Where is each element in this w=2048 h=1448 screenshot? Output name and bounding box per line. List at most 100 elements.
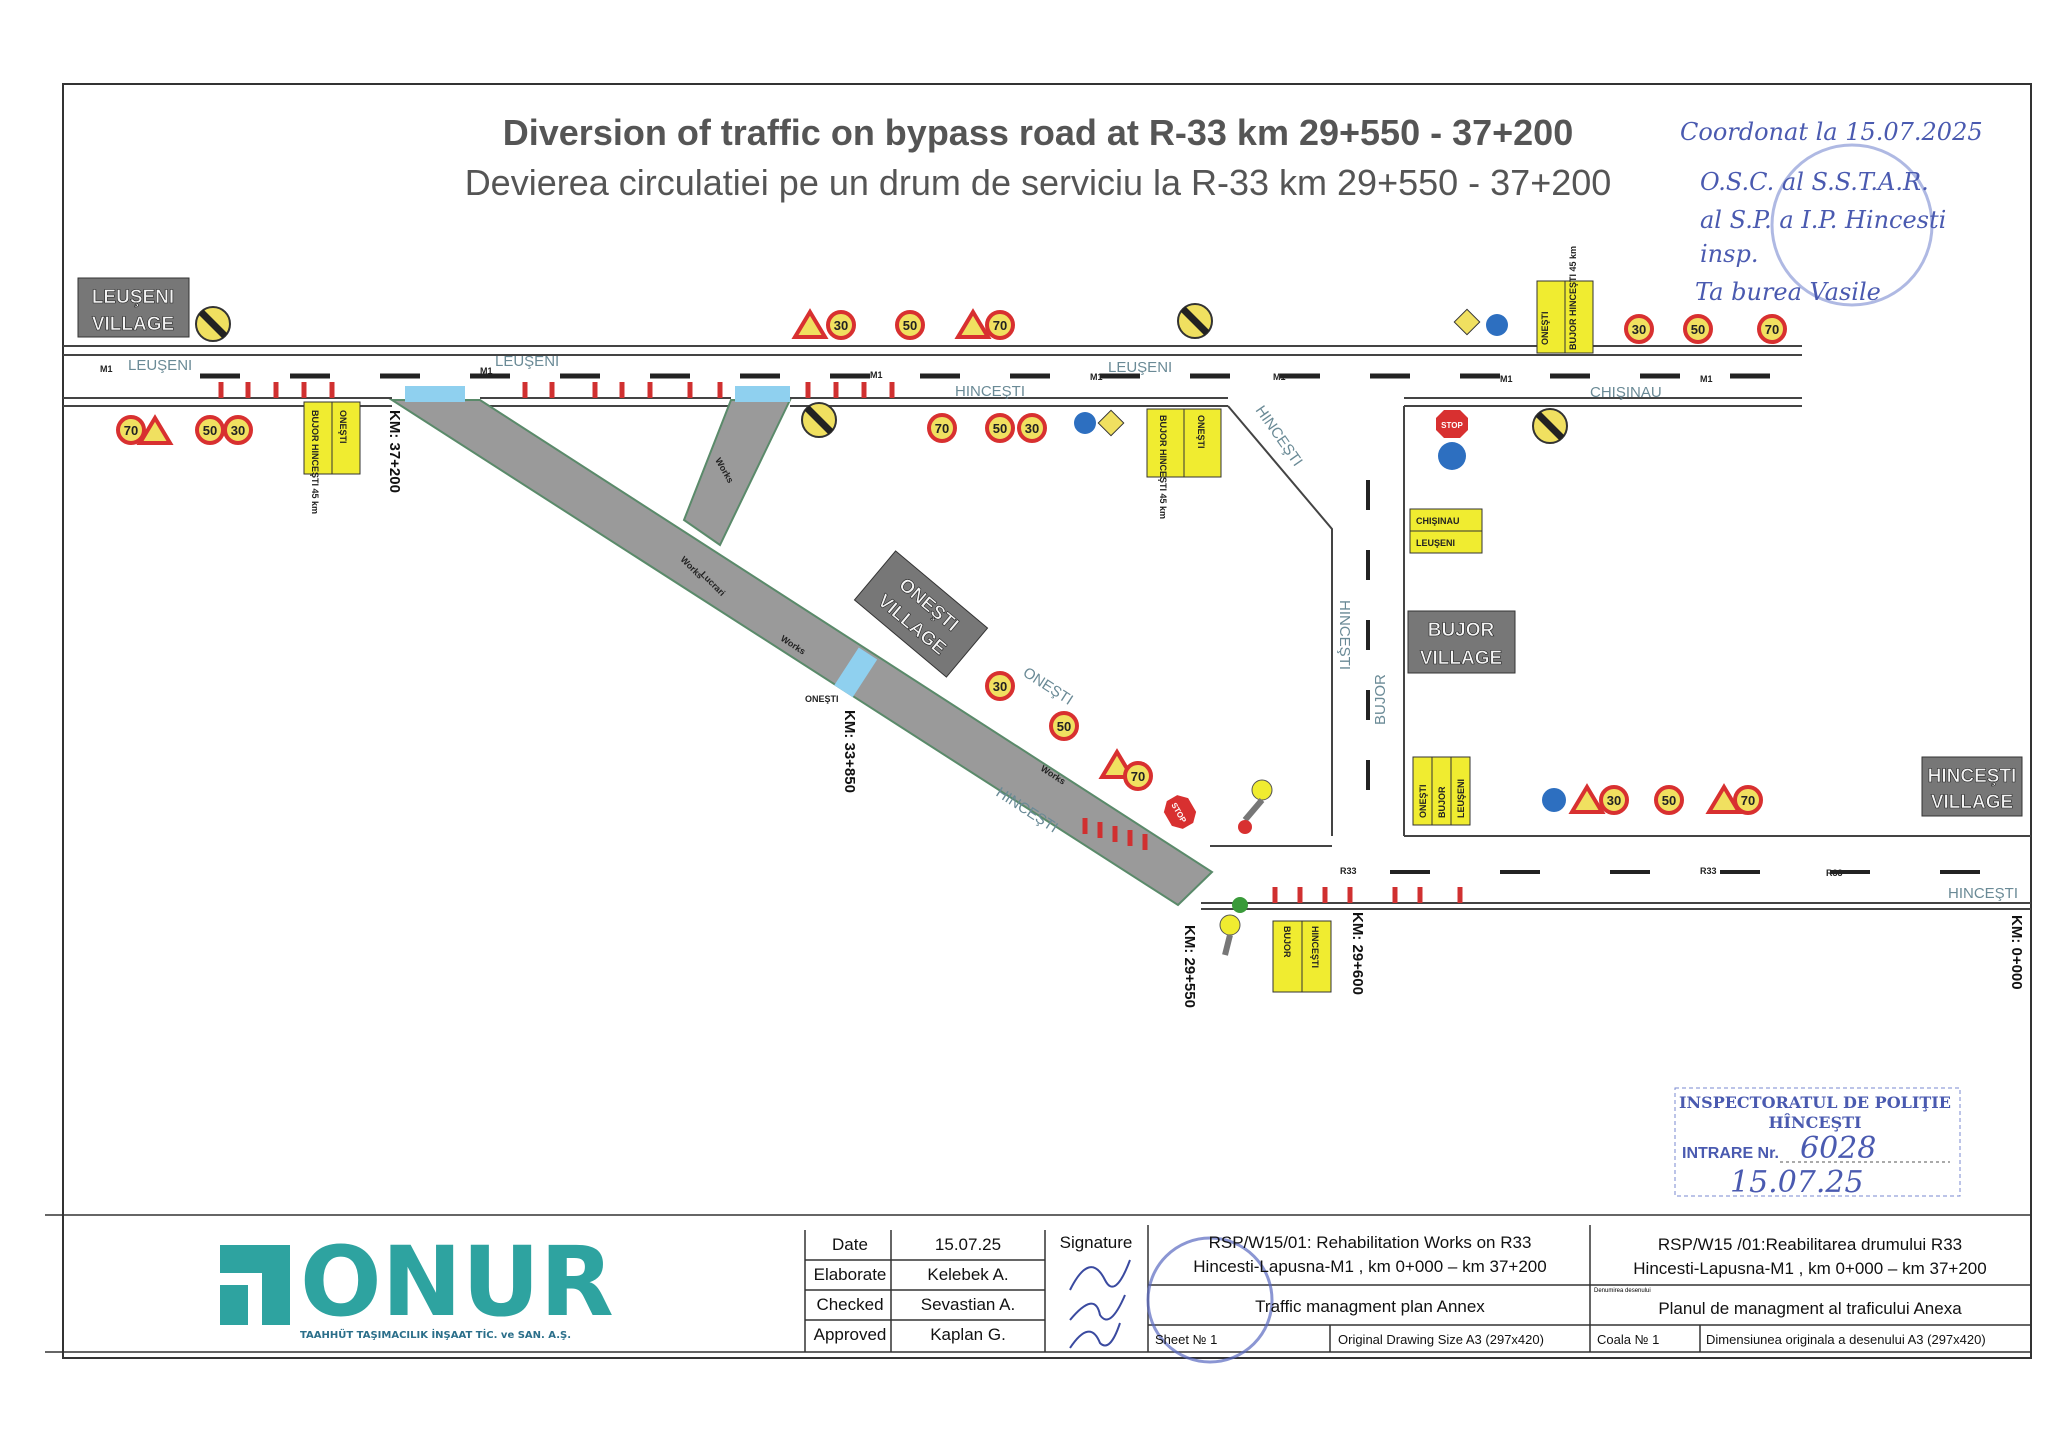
- title-block-text: Date 15.07.25 Elaborate Kelebek A. Check…: [814, 1233, 1987, 1364]
- speed-limit-50-sign: 50: [985, 413, 1015, 443]
- barrier-block: [405, 386, 465, 402]
- board-text: LEUŞENI: [1456, 779, 1466, 818]
- sign-value: 70: [124, 423, 138, 438]
- stamp-line: HÎNCEŞTI: [1768, 1112, 1861, 1132]
- board-text: ONEŞTI: [1196, 415, 1206, 449]
- row-value: 15.07.25: [935, 1235, 1001, 1254]
- board-text: HINCEŞTI: [1310, 926, 1320, 968]
- speed-limit-70-sign: 70: [1123, 761, 1153, 791]
- stop-sign: STOP: [1436, 410, 1468, 470]
- hincesti-direction-label: HINCEŞTI: [955, 383, 1025, 400]
- km-marker: KM: 37+200: [386, 410, 403, 493]
- sign-value: 70: [1741, 793, 1755, 808]
- direction-board-bujor-junction: ONEŞTI BUJOR LEUŞENI: [1412, 756, 1471, 826]
- signature-label: Signature: [1060, 1233, 1133, 1252]
- leuseni-direction-label: LEUŞENI: [128, 357, 192, 374]
- sign-value: 50: [1691, 322, 1705, 337]
- m1-label: M1: [480, 366, 493, 376]
- sign-value: 30: [834, 318, 848, 333]
- row-label: Date: [832, 1235, 868, 1254]
- speed-limit-70-sign: 70: [1757, 314, 1787, 344]
- direction-board-leuseni-side: BUJOR HINCEŞTI 45 km ONEŞTI: [303, 401, 361, 514]
- sign-value: 70: [935, 421, 949, 436]
- warning-triangle-icon: [136, 414, 174, 445]
- village-name: HINCEŞTI: [1928, 766, 2017, 787]
- direction-board-top-right: ONEŞTI BUJOR HINCEŞTI 45 km: [1536, 246, 1594, 354]
- project-title-ro: RSP/W15 /01:Reabilitarea drumului R33: [1658, 1235, 1962, 1254]
- speed-limit-30-sign: 30: [1624, 314, 1654, 344]
- village-name: LEUŞENI: [92, 287, 174, 308]
- speed-limit-30-sign: 30: [826, 310, 856, 340]
- end-of-restrictions-signs: [195, 303, 1568, 444]
- sign-value: 50: [993, 421, 1007, 436]
- row-value: Sevastian A.: [921, 1295, 1016, 1314]
- police-entry-stamp: INSPECTORATUL DE POLIŢIE HÎNCEŞTI INTRAR…: [1674, 1087, 1961, 1200]
- speed-limit-50-sign: 50: [895, 310, 925, 340]
- sign-value: 50: [1057, 719, 1071, 734]
- warning-triangle-icon: [1705, 783, 1743, 814]
- m1-road: [63, 345, 1802, 407]
- board-text: BUJOR HINCEŞTI 45 km: [310, 410, 320, 514]
- board-text: LEUŞENI: [1416, 538, 1455, 548]
- r33-label: R33: [1826, 868, 1843, 878]
- logo-wordmark: ONUR: [300, 1226, 614, 1338]
- m1-label: M1: [1273, 372, 1286, 382]
- km-marker: KM: 0+000: [2008, 915, 2025, 990]
- note-line: al S.P. a I.P. Hincesti: [1700, 206, 1946, 234]
- drawing-name-caption: Denumirea desenului: [1594, 1288, 1651, 1294]
- drawing-size-ro: Dimensiunea originala a desenului A3 (29…: [1706, 1332, 1986, 1347]
- village-leuseni: LEUŞENI VILLAGE: [77, 277, 190, 338]
- bypass-works-road: Works Works Works Works Lucrari: [388, 386, 1214, 907]
- company-logo: ONUR TAAHHÜT TAŞIMACILIK İNŞAAT TİC. ve …: [220, 1226, 614, 1341]
- priority-signs: [1074, 308, 1508, 437]
- barrier-block: [834, 647, 878, 698]
- note-line: O.S.C. al S.S.T.A.R.: [1700, 168, 1929, 196]
- row-value: Kelebek A.: [927, 1265, 1008, 1284]
- r33-road: [1201, 835, 2031, 910]
- title-romanian: Devierea circulatiei pe un drum de servi…: [465, 162, 1612, 203]
- bujor-connector-road: [1227, 405, 1405, 836]
- m1-label: M1: [1500, 374, 1513, 384]
- approval-handwritten-note: Coordonat la 15.07.2025 O.S.C. al S.S.T.…: [1680, 118, 1983, 307]
- r33-label: R33: [1700, 866, 1717, 876]
- company-round-stamp: [1146, 1236, 1274, 1364]
- drawing-name-ro: Planul de managment al traficului Anexa: [1658, 1299, 1962, 1318]
- row-label: Approved: [814, 1325, 887, 1344]
- title-english: Diversion of traffic on bypass road at R…: [503, 112, 1573, 153]
- direction-board-r33: BUJOR HINCEŞTI: [1272, 920, 1332, 993]
- row-label: Elaborate: [814, 1265, 887, 1284]
- speed-limit-signs: 70 50 30 30 50 70 70 50 30 30 50 70 30 5…: [116, 308, 1787, 815]
- board-text: ONEŞTI: [338, 410, 348, 444]
- chisinau-direction-label: CHIŞINAU: [1590, 384, 1662, 401]
- row-value: Kaplan G.: [930, 1325, 1006, 1344]
- note-line: Ta burea Vasile: [1695, 278, 1881, 306]
- stop-sign: STOP: [1163, 795, 1197, 829]
- drawing-name-en: Traffic managment plan Annex: [1255, 1297, 1485, 1316]
- project-title-en: Hincesti-Lapusna-M1 , km 0+000 – km 37+2…: [1193, 1257, 1546, 1276]
- signatures: [1069, 1259, 1131, 1349]
- speed-limit-70-sign: 70: [1733, 785, 1763, 815]
- flagman-icon: [1219, 897, 1248, 956]
- m1-label: M1: [1700, 374, 1713, 384]
- village-label: VILLAGE: [92, 314, 174, 335]
- km-markers: KM: 37+200 KM: 33+850 KM: 29+550 KM: 29+…: [386, 410, 2025, 1008]
- mandatory-direction-icon: [1438, 442, 1466, 470]
- end-restriction-icon: [1177, 303, 1213, 339]
- project-title-en: RSP/W15/01: Rehabilitation Works on R33: [1209, 1233, 1532, 1252]
- direction-board-chisinau-leuseni: CHIŞINAU LEUŞENI: [1409, 508, 1483, 554]
- note-line: insp.: [1700, 240, 1758, 268]
- speed-limit-50-sign: 50: [1049, 711, 1079, 741]
- board-text: BUJOR HINCEŞTI 45 km: [1568, 246, 1578, 350]
- m1-label: M1: [1090, 372, 1103, 382]
- r33-label: R33: [1340, 866, 1357, 876]
- onesti-direction-label: ONEŞTI: [1020, 664, 1076, 709]
- stop-text: STOP: [1441, 421, 1463, 430]
- village-hincesti: HINCEŞTI VILLAGE: [1921, 756, 2023, 817]
- logo-mark-icon: [220, 1245, 290, 1325]
- end-restriction-icon: [195, 306, 231, 342]
- village-name: BUJOR: [1428, 620, 1495, 641]
- stamp-entry-date: 15.07.25: [1730, 1165, 1864, 1200]
- speed-limit-70-sign: 70: [116, 415, 146, 445]
- sign-value: 50: [1662, 793, 1676, 808]
- speed-limit-70-sign: 70: [985, 310, 1015, 340]
